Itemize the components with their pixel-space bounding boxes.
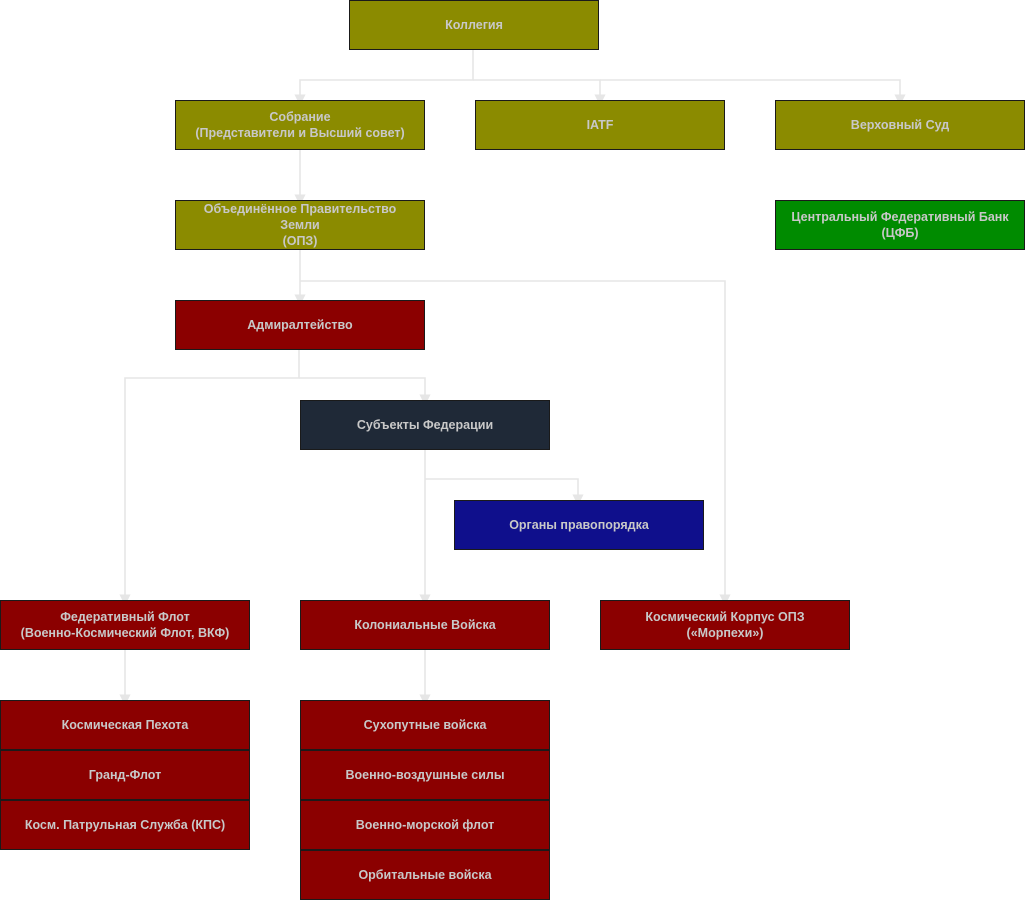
node-ueg: Объединённое Правительство Земли (ОПЗ) [175, 200, 425, 250]
node-federation-subjects: Субъекты Федерации [300, 400, 550, 450]
node-colonial-forces: Колониальные Войска [300, 600, 550, 650]
connector-collegium-iatf [473, 79, 606, 106]
connector-ueg-space-corps [300, 280, 731, 606]
node-space-infantry: Космическая Пехота [0, 700, 250, 750]
node-ground-forces: Сухопутные войска [300, 700, 550, 750]
connector-collegium-assembly [294, 50, 474, 106]
node-iatf: IATF [475, 100, 725, 150]
connector-admiralty-subjects [299, 377, 431, 406]
node-admiralty: Адмиралтейство [175, 300, 425, 350]
connector-collegium-court [600, 79, 906, 106]
node-grand-fleet: Гранд-Флот [0, 750, 250, 800]
node-space-corps: Космический Корпус ОПЗ («Морпехи») [600, 600, 850, 650]
node-law-enforcement: Органы правопорядка [454, 500, 704, 550]
node-supreme-court: Верховный Суд [775, 100, 1025, 150]
node-navy: Военно-морской флот [300, 800, 550, 850]
node-collegium: Коллегия [349, 0, 599, 50]
node-assembly: Собрание (Представители и Высший совет) [175, 100, 425, 150]
connector-subjects-law [425, 478, 584, 506]
node-orbital-forces: Орбитальные войска [300, 850, 550, 900]
node-space-patrol: Косм. Патрульная Служба (КПС) [0, 800, 250, 850]
node-air-force: Военно-воздушные силы [300, 750, 550, 800]
connector-admiralty-fleet [119, 350, 300, 606]
node-federal-fleet: Федеративный Флот (Военно-Космический Фл… [0, 600, 250, 650]
node-central-bank: Центральный Федеративный Банк (ЦФБ) [775, 200, 1025, 250]
